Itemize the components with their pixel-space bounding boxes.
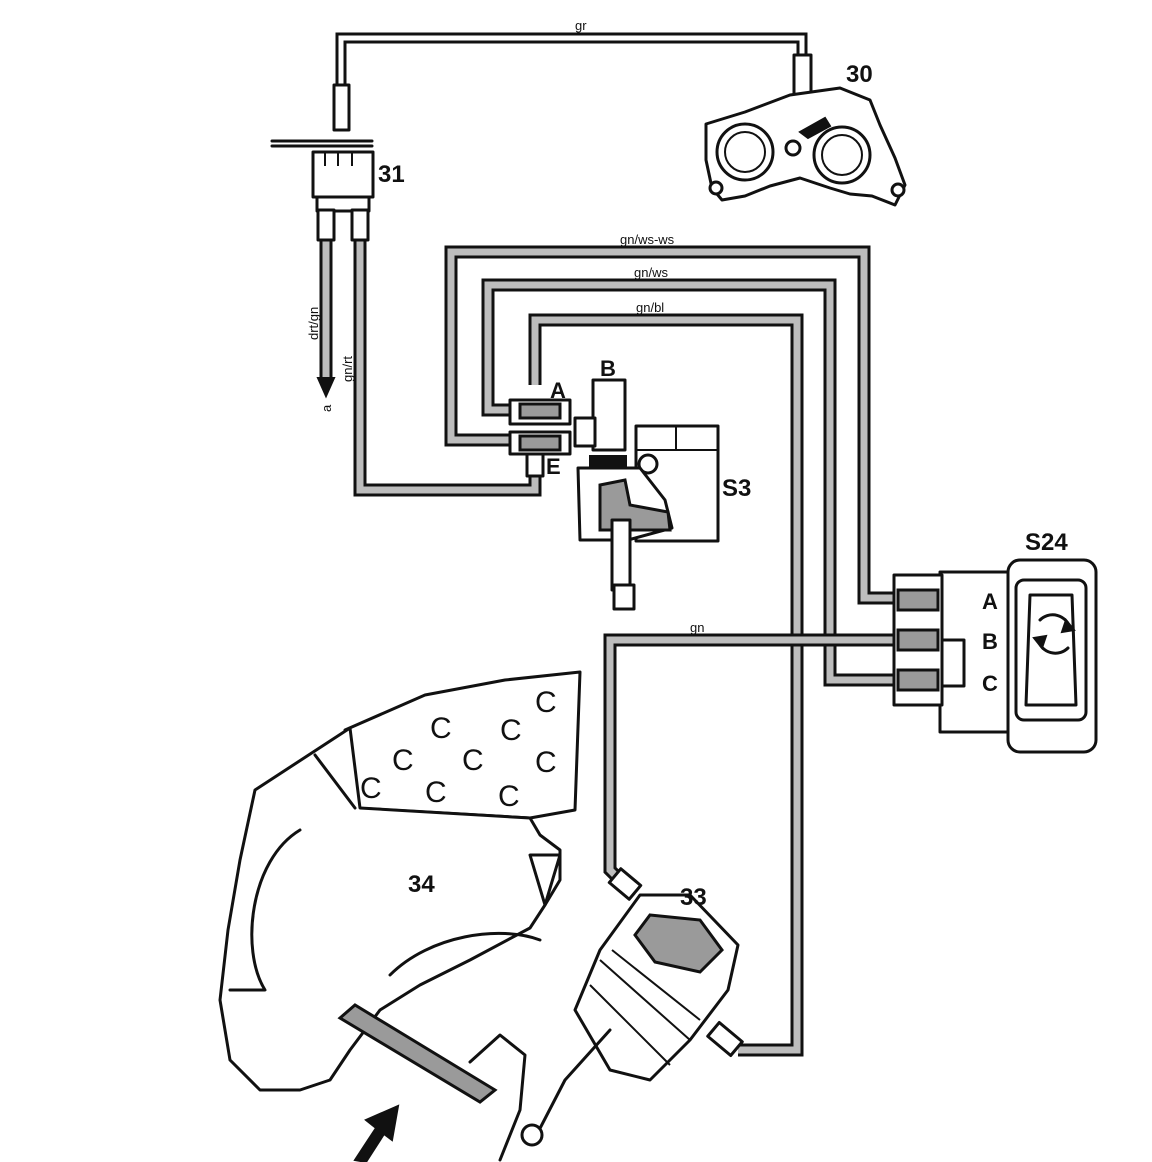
filter-mark: C <box>425 776 447 809</box>
filter-mark: C <box>498 780 520 813</box>
callout-33: 33 <box>680 884 707 911</box>
intake-gasket-30 <box>704 53 907 207</box>
wire-label-gn-bl: gn/bl <box>636 300 664 315</box>
callout-34: 34 <box>408 871 435 898</box>
switch-s24 <box>892 558 1098 754</box>
hose-gn-bl <box>528 313 804 1057</box>
filter-mark: C <box>392 744 414 777</box>
vacuum-actuator-33 <box>520 867 744 1147</box>
hose-gn-ws-ws <box>444 245 900 605</box>
port-label-e: E <box>546 454 561 479</box>
callout-s24: S24 <box>1025 529 1068 556</box>
air-filter-housing-34: C C C C C C C C C <box>218 670 582 1162</box>
filter-mark: C <box>360 772 382 805</box>
hose-gr <box>335 32 808 100</box>
wire-label-gn-ws: gn/ws <box>634 265 668 280</box>
wire-label-gr: gr <box>575 18 587 33</box>
wire-label-gn: gn <box>690 620 704 635</box>
switchover-valve-s3 <box>508 378 720 611</box>
hose-gn-rt <box>353 235 542 497</box>
switch-pin-c: C <box>982 671 998 696</box>
hose-gn-ws <box>481 278 900 687</box>
callout-31: 31 <box>378 161 405 188</box>
check-valve-31 <box>270 83 375 242</box>
filter-mark: C <box>462 744 484 777</box>
filter-mark: C <box>500 714 522 747</box>
wire-label-gn-rt: gn/rt <box>340 356 355 382</box>
wire-label-drt-gn: drt/gn <box>306 307 321 340</box>
rotate-arrows-icon <box>1032 613 1076 655</box>
callout-30: 30 <box>846 61 873 88</box>
callout-s3: S3 <box>722 475 751 502</box>
port-label-b: B <box>600 356 616 381</box>
switch-pin-a: A <box>982 589 998 614</box>
switch-pin-b: B <box>982 629 998 654</box>
filter-mark: C <box>430 712 452 745</box>
port-label-a: A <box>550 378 566 403</box>
filter-mark: C <box>535 686 557 719</box>
pipe-marker-a: a <box>319 404 334 412</box>
hose-drt-gn <box>316 235 336 399</box>
wire-label-gn-ws-ws: gn/ws-ws <box>620 232 675 247</box>
filter-mark: C <box>535 746 557 779</box>
